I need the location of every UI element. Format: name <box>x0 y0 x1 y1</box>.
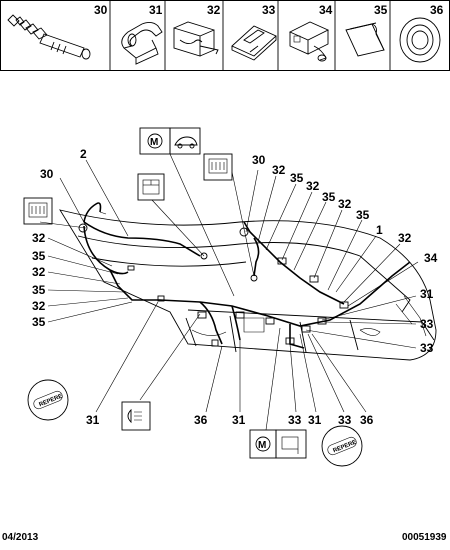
part-number-30: 30 <box>94 3 108 17</box>
round-grommet-icon <box>399 17 441 63</box>
sleeve-icon <box>345 22 385 57</box>
callout-35-left-2: 35 <box>32 283 46 297</box>
edge-clip-icon <box>173 21 219 57</box>
callout-31-bottom-left: 31 <box>86 413 100 427</box>
callout-33-right-1: 33 <box>420 317 434 331</box>
repere-badge-right: REPERE <box>321 425 363 467</box>
callout-35-left-3: 35 <box>32 315 46 329</box>
rear-demister-symbol <box>203 153 233 181</box>
footer-date: 04/2013 <box>2 532 39 543</box>
callout-33-bottom-2: 33 <box>338 413 352 427</box>
callout-32-right-4: 32 <box>398 231 412 245</box>
flat-clip-icon <box>231 25 277 61</box>
repere-text-left: REPERE <box>38 394 63 409</box>
callout-36-bottom: 36 <box>194 413 208 427</box>
tailgate-lamp-symbol <box>137 173 165 201</box>
repere-badge-left: REPERE <box>27 379 69 421</box>
callout-32-left-3: 32 <box>32 299 46 313</box>
callout-32-right-3: 32 <box>338 197 352 211</box>
connector-clip-icon <box>288 21 330 62</box>
parts-header: 30 31 32 33 34 35 36 <box>0 0 450 71</box>
callout-35-right-1: 35 <box>290 171 304 185</box>
part-number-35: 35 <box>374 3 388 17</box>
parts-header-frame <box>0 0 450 71</box>
part-number-33: 33 <box>262 3 276 17</box>
harness-clip-icon <box>121 21 163 65</box>
repere-text-right: REPERE <box>332 440 357 455</box>
callout-31-right: 31 <box>420 287 434 301</box>
callout-32-right-1: 32 <box>272 163 286 177</box>
tailgate-outline <box>59 209 437 361</box>
grommet-plug-icon <box>7 14 91 60</box>
number-plate-lamp-symbol <box>121 401 151 431</box>
callout-35-right-2: 35 <box>322 190 336 204</box>
callout-35-right-3: 35 <box>356 208 370 222</box>
lock-motor-symbol: M <box>249 429 307 459</box>
part-number-34: 34 <box>319 3 333 17</box>
callout-31-bottom-mid: 31 <box>232 413 246 427</box>
callout-30-left: 30 <box>40 167 54 181</box>
part-number-32: 32 <box>207 3 221 17</box>
part-number-36: 36 <box>430 3 444 17</box>
callout-32-left-1: 32 <box>32 231 46 245</box>
leader-lines <box>39 153 419 431</box>
callout-36-bottom-right: 36 <box>360 413 374 427</box>
callout-32-left-2: 32 <box>32 265 46 279</box>
part-number-31: 31 <box>149 3 163 17</box>
callout-32-right-2: 32 <box>306 179 320 193</box>
svg-text:M: M <box>150 137 158 148</box>
callout-34: 34 <box>424 251 438 265</box>
callout-35-left-1: 35 <box>32 249 46 263</box>
wiring-harness <box>78 202 411 349</box>
callout-2: 2 <box>80 147 87 161</box>
demister-symbol-left <box>23 197 53 225</box>
rear-wiper-symbol: M <box>139 127 201 155</box>
svg-text:M: M <box>258 440 266 451</box>
callout-30-right: 30 <box>252 153 266 167</box>
callout-33-right-2: 33 <box>420 341 434 355</box>
footer-reference: 00051939 <box>402 532 447 543</box>
callout-31-bottom-right: 31 <box>308 413 322 427</box>
callout-1: 1 <box>376 223 383 237</box>
callout-33-bottom-1: 33 <box>288 413 302 427</box>
callout-labels: 2 30 32 35 32 35 32 35 31 36 31 30 32 35… <box>32 147 438 427</box>
